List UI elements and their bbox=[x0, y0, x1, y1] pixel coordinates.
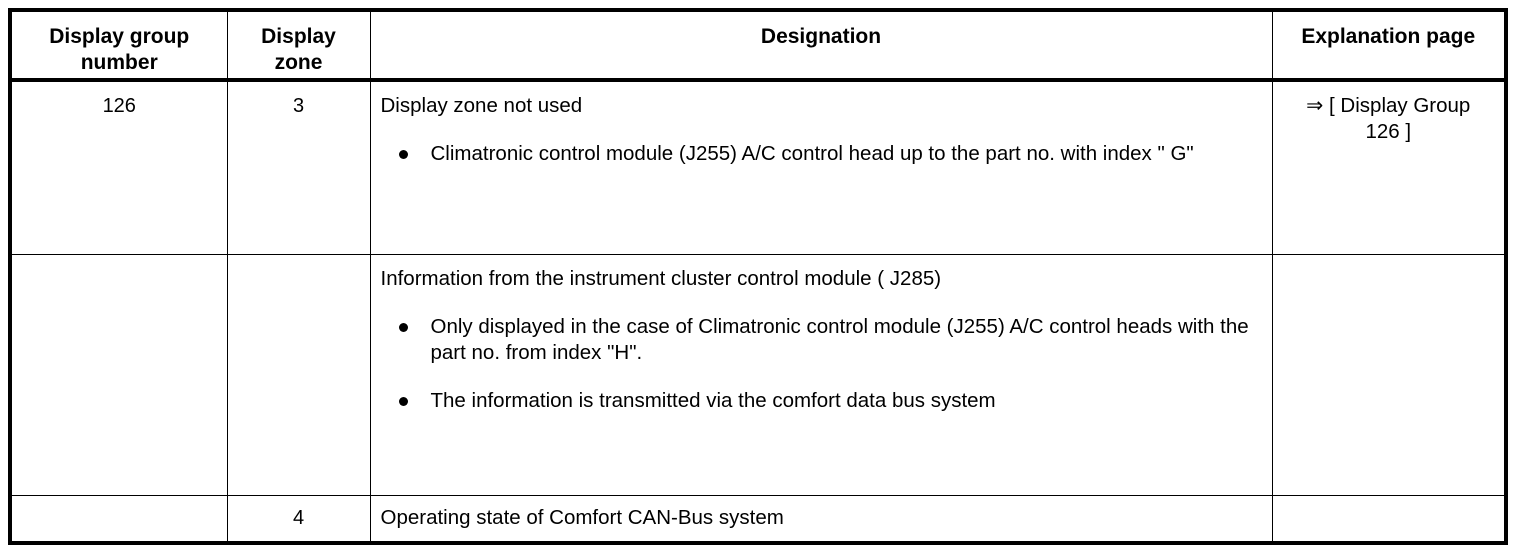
column-header-display-zone: Display zone bbox=[226, 9, 371, 82]
bullet-icon bbox=[398, 322, 408, 332]
list-item-label: Only displayed in the case of Climatroni… bbox=[430, 314, 1249, 364]
cell-display-zone bbox=[226, 253, 371, 496]
bullet-icon bbox=[398, 396, 408, 406]
cell-display-group-number bbox=[9, 253, 228, 496]
list-item-label: Climatronic control module (J255) A/C co… bbox=[430, 142, 1194, 165]
table-body: 126 3 Display zone not used Climatronic … bbox=[9, 79, 1507, 543]
explanation-page-link-line2[interactable]: 126 ] bbox=[1365, 120, 1412, 143]
column-header-designation: Designation bbox=[369, 9, 1273, 82]
designation-lead-text: Display zone not used bbox=[380, 94, 583, 117]
cell-explanation-page bbox=[1271, 253, 1507, 496]
cell-display-zone: 3 bbox=[226, 79, 371, 255]
cell-designation: Display zone not used Climatronic contro… bbox=[369, 79, 1273, 255]
column-header-display-zone-line1: Display bbox=[261, 25, 336, 48]
cell-display-group-number: 126 bbox=[9, 79, 228, 255]
column-header-display-group-number-line2: number bbox=[80, 51, 158, 74]
list-item: Climatronic control module (J255) A/C co… bbox=[381, 141, 1256, 167]
explanation-page-link-line1[interactable]: ⇒ [ Display Group bbox=[1306, 94, 1471, 117]
display-group-table: Display group number Display zone Design… bbox=[8, 8, 1508, 545]
table-row: Information from the instrument cluster … bbox=[9, 253, 1507, 496]
cell-explanation-page bbox=[1271, 494, 1507, 543]
list-item: Only displayed in the case of Climatroni… bbox=[381, 314, 1256, 366]
column-header-explanation-page: Explanation page bbox=[1271, 9, 1507, 82]
column-header-display-zone-line2: zone bbox=[274, 51, 323, 74]
designation-lead-text: Operating state of Comfort CAN-Bus syste… bbox=[380, 505, 784, 529]
cell-display-group-number bbox=[9, 494, 228, 543]
cell-designation: Information from the instrument cluster … bbox=[369, 253, 1273, 496]
cell-display-zone: 4 bbox=[226, 494, 371, 543]
list-item-label: The information is transmitted via the c… bbox=[430, 388, 996, 412]
table-header-row: Display group number Display zone Design… bbox=[9, 9, 1507, 82]
bullet-icon bbox=[398, 150, 408, 159]
designation-lead-text: Information from the instrument cluster … bbox=[380, 266, 942, 290]
designation-bullet-list: Only displayed in the case of Climatroni… bbox=[381, 314, 1256, 414]
table-row: 126 3 Display zone not used Climatronic … bbox=[9, 79, 1507, 255]
designation-bullet-list: Climatronic control module (J255) A/C co… bbox=[381, 141, 1256, 167]
cell-explanation-page: ⇒ [ Display Group 126 ] bbox=[1271, 79, 1507, 255]
table-row: 4 Operating state of Comfort CAN-Bus sys… bbox=[9, 494, 1507, 543]
table-header: Display group number Display zone Design… bbox=[9, 9, 1507, 82]
list-item: The information is transmitted via the c… bbox=[381, 388, 1256, 414]
column-header-display-group-number: Display group number bbox=[9, 9, 228, 82]
column-header-display-group-number-line1: Display group bbox=[49, 25, 190, 48]
cell-designation: Operating state of Comfort CAN-Bus syste… bbox=[369, 494, 1273, 543]
